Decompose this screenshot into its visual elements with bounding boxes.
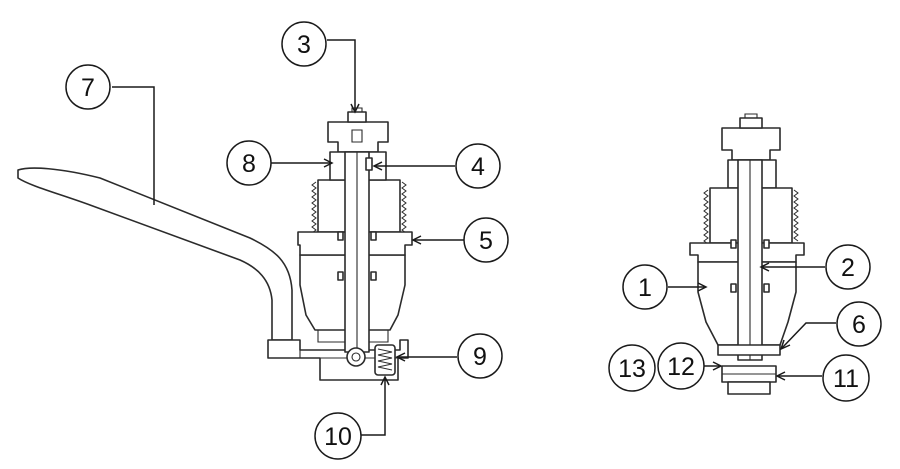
callout-label-10: 10 [324,423,352,451]
callout-13: 13 [608,344,656,392]
thread-lines-right [703,189,799,245]
callout-label-12: 12 [667,353,695,381]
pivot-pin [346,347,366,367]
cap-screw [347,111,367,123]
callout-label-7: 7 [81,74,95,102]
callout-3: 3 [281,21,327,67]
callout-7: 7 [65,64,111,110]
callout-label-2: 2 [841,254,855,282]
thread-lines-left [311,181,407,234]
callout-4: 4 [455,143,501,189]
top-cap [327,121,389,153]
callout-label-8: 8 [242,150,256,178]
callout-label-11: 11 [833,365,859,393]
lever-handle [17,167,293,341]
callout-9: 9 [457,333,503,379]
callout-8: 8 [226,140,272,186]
callout-label-9: 9 [473,343,487,371]
o-rings-left [337,231,377,281]
callout-label-1: 1 [638,274,652,302]
callout-6: 6 [836,301,882,347]
left-valve-assembly [17,107,413,381]
callout-10: 10 [314,412,362,460]
callout-12: 12 [657,342,705,390]
right-valve-assembly [689,113,805,395]
spring-coil [377,348,393,371]
callout-label-13: 13 [618,355,646,383]
callout-1: 1 [622,264,668,310]
callout-11: 11 [822,354,870,402]
callout-label-6: 6 [852,311,866,339]
right-top-cap [721,127,781,161]
o-rings-right [730,239,770,293]
leader-lines [112,39,836,436]
callout-2: 2 [825,244,871,290]
callout-label-4: 4 [471,153,485,181]
callout-label-3: 3 [297,31,311,59]
callout-5: 5 [463,217,509,263]
callout-label-5: 5 [479,227,493,255]
